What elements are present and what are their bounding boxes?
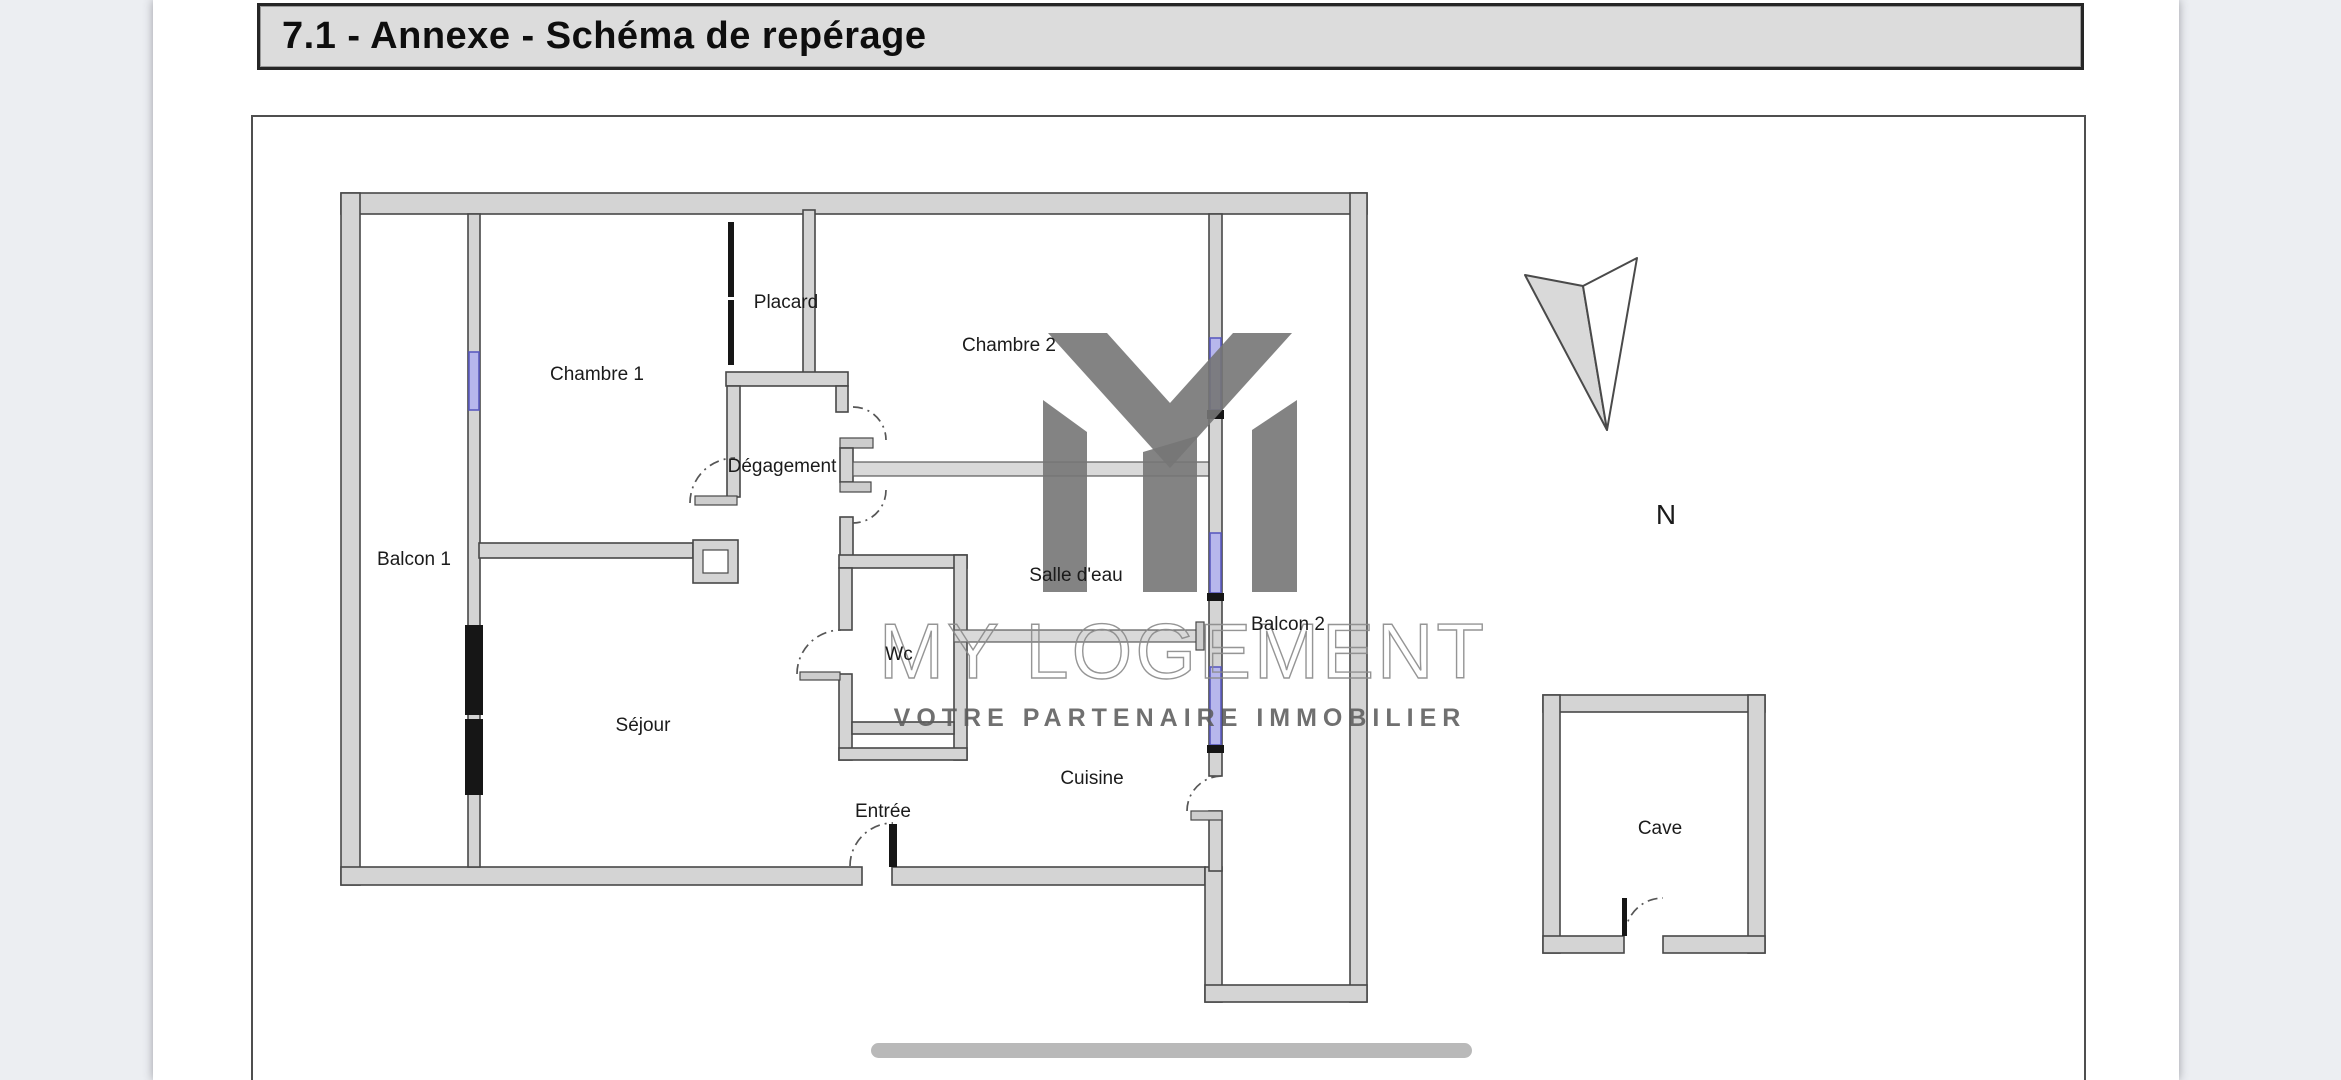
horizontal-scrollbar-thumb[interactable] [871, 1043, 1472, 1058]
floor-plan-frame [251, 115, 2086, 1080]
section-title: 7.1 - Annexe - Schéma de repérage [257, 3, 2084, 70]
